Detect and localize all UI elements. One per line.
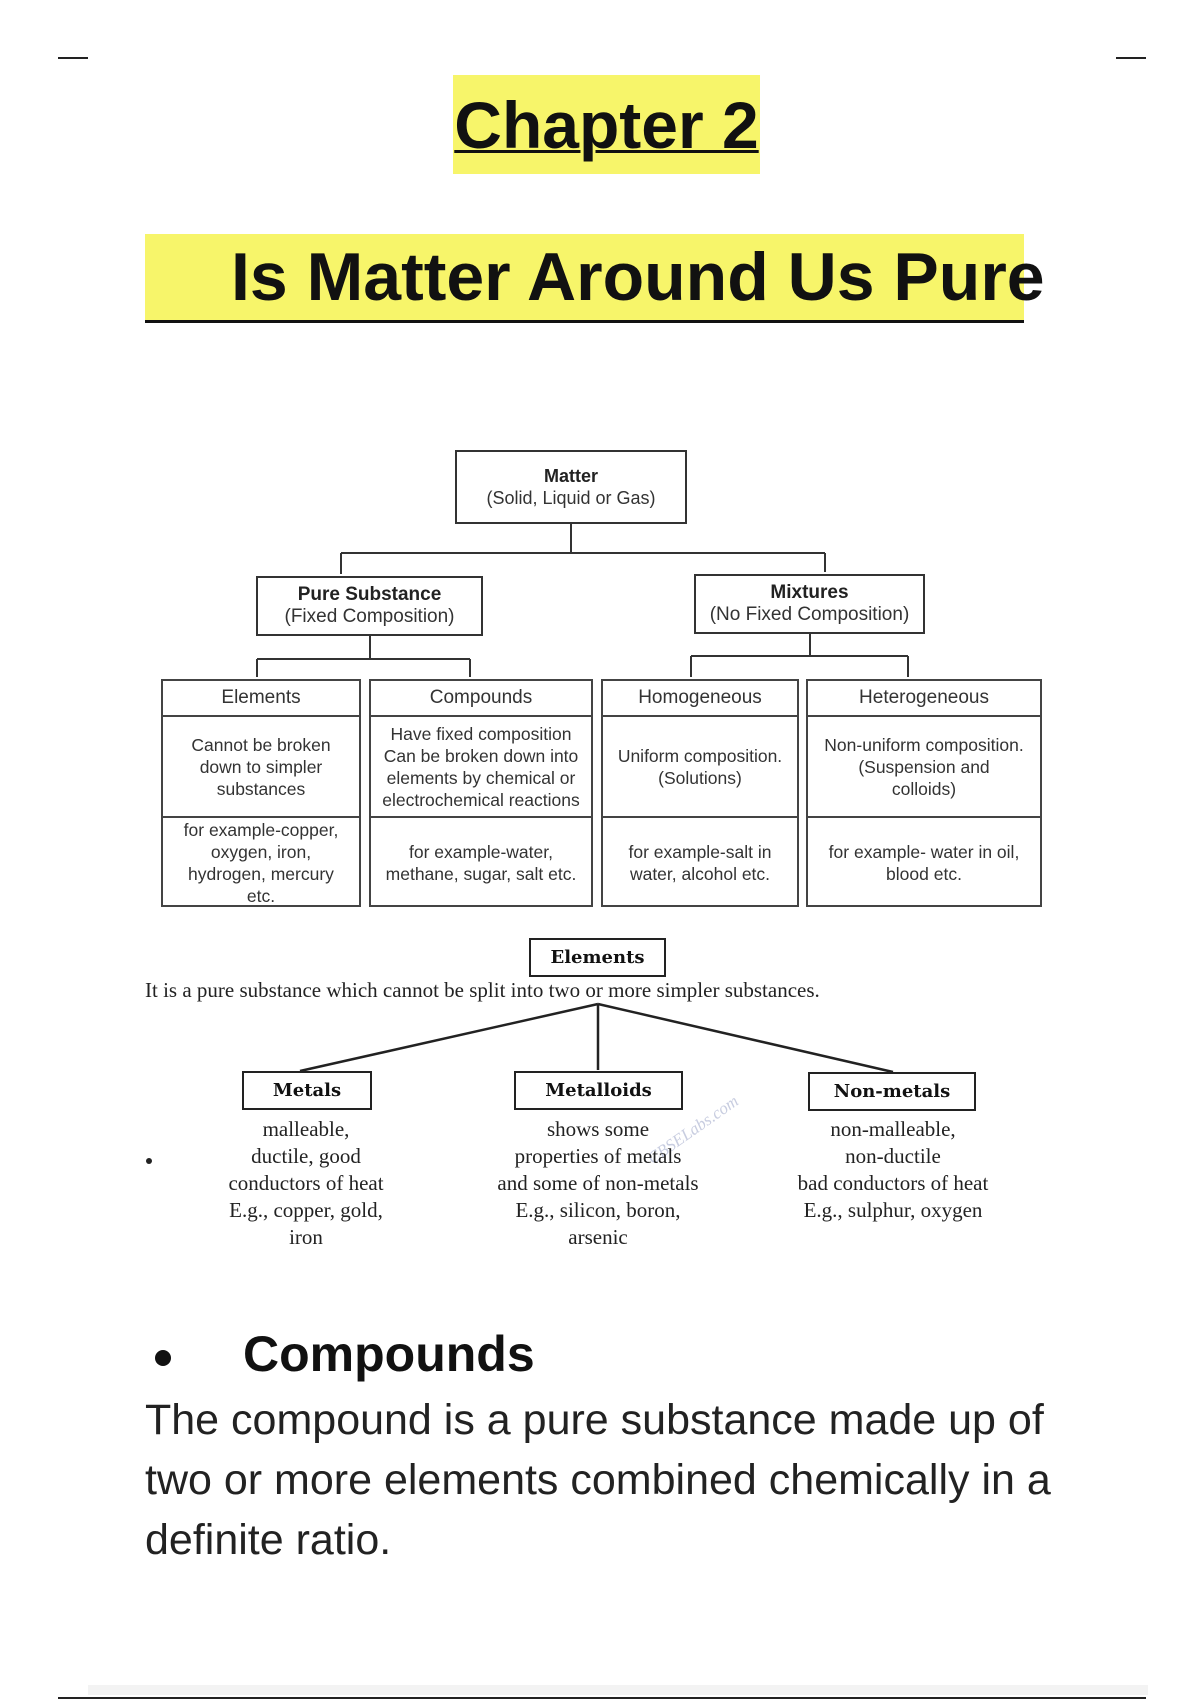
elements-column: Elements Cannot be broken down to simple… xyxy=(161,679,361,907)
bottom-rule xyxy=(58,1697,1146,1699)
column-example: for example- water in oil, blood etc. xyxy=(828,841,1020,884)
non-metals-desc: non-malleable, non-ductile bad conductor… xyxy=(797,1117,989,1222)
metals-desc: malleable, ductile, good conductors of h… xyxy=(228,1117,384,1249)
column-desc: Non-uniform composition. (Suspension and… xyxy=(808,717,1040,818)
mixtures-subtitle: (No Fixed Composition) xyxy=(709,604,910,625)
pure-substance-box: Pure Substance (Fixed Composition) xyxy=(256,576,483,636)
metals-box: Metals xyxy=(242,1071,372,1110)
elements-box: Elements xyxy=(529,938,666,977)
mixtures-box: Mixtures (No Fixed Composition) xyxy=(694,574,925,634)
matter-subtitle: (Solid, Liquid or Gas) xyxy=(486,488,656,508)
top-left-rule xyxy=(58,57,88,59)
metalloids-desc: shows some properties of metals and some… xyxy=(497,1117,699,1249)
column-header: Compounds xyxy=(371,681,591,717)
column-example: for example-salt in water, alcohol etc. xyxy=(628,841,772,884)
column-desc: Cannot be broken down to simpler substan… xyxy=(163,717,359,818)
column-header: Heterogeneous xyxy=(808,681,1040,717)
chapter-text: Chapter 2 xyxy=(454,87,759,162)
homogeneous-column: Homogeneous Uniform composition. (Soluti… xyxy=(601,679,799,907)
diagram-connectors xyxy=(256,524,909,1074)
heterogeneous-column: Heterogeneous Non-uniform composition. (… xyxy=(806,679,1042,907)
matter-title: Matter xyxy=(543,466,598,486)
mixtures-title: Mixtures xyxy=(770,582,849,603)
elements-definition: It is a pure substance which cannot be s… xyxy=(145,978,820,1002)
matter-box: Matter (Solid, Liquid or Gas) xyxy=(455,450,687,524)
column-example: for example-copper, oxygen, iron, hydrog… xyxy=(183,819,339,906)
compounds-column: Compounds Have fixed composition Can be … xyxy=(369,679,593,907)
pure-title: Pure Substance xyxy=(297,584,442,605)
column-desc: Have fixed composition Can be broken dow… xyxy=(371,717,591,818)
column-header: Homogeneous xyxy=(603,681,797,717)
page-title: Is Matter Around Us Pure xyxy=(145,234,1045,323)
column-example: for example-water, methane, sugar, salt … xyxy=(385,841,577,884)
compounds-paragraph: The compound is a pure substance made up… xyxy=(145,1396,1051,1564)
top-right-rule xyxy=(1116,57,1146,59)
bullet-dot xyxy=(146,1158,152,1164)
column-header: Elements xyxy=(163,681,359,717)
metalloids-box: Metalloids xyxy=(514,1071,683,1110)
footer-band xyxy=(88,1685,1148,1695)
compounds-heading: Compounds xyxy=(243,1326,535,1382)
bullet-icon xyxy=(155,1350,171,1366)
non-metals-box: Non-metals xyxy=(808,1072,976,1111)
chapter-heading: Chapter 2 xyxy=(453,75,760,174)
pure-subtitle: (Fixed Composition) xyxy=(284,606,455,627)
column-desc: Uniform composition. (Solutions) xyxy=(603,717,797,818)
page-title-text: Is Matter Around Us Pure xyxy=(231,239,1045,315)
